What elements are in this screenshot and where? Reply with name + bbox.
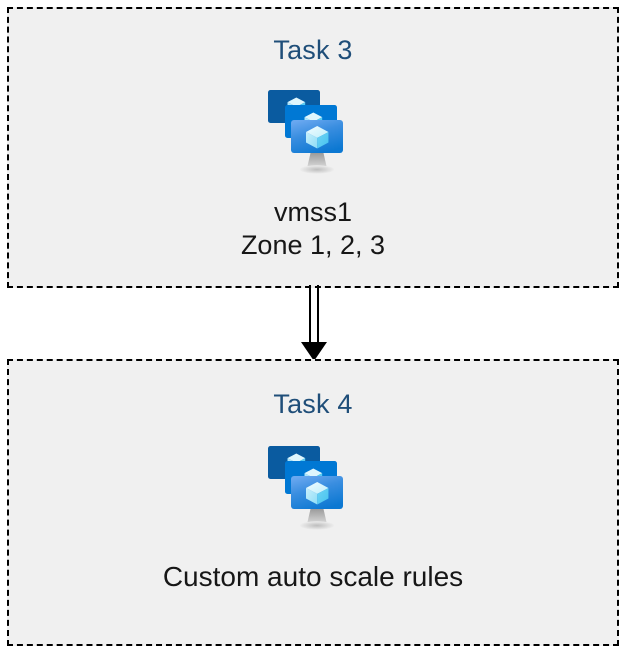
task-box-task-4: Task 4 — [7, 359, 619, 646]
task-3-title: Task 3 — [273, 35, 353, 65]
vm-scale-set-icon — [268, 446, 343, 530]
task-3-caption: vmss1 Zone 1, 2, 3 — [241, 196, 385, 262]
task-box-task-3: Task 3 — [7, 7, 619, 288]
connector-arrow-task3-to-task4 — [301, 285, 327, 361]
monitor-front-icon — [291, 120, 343, 153]
vm-scale-set-icon — [268, 90, 343, 174]
task-4-caption: Custom auto scale rules — [163, 560, 463, 594]
monitor-stand-icon — [300, 509, 334, 530]
task-3-caption-line-2: Zone 1, 2, 3 — [240, 229, 386, 260]
task-3-caption-line-1: vmss1 — [273, 197, 352, 227]
task-4-title: Task 4 — [273, 389, 353, 419]
monitor-stand-icon — [300, 153, 334, 174]
task-4-caption-line-1: Custom auto scale rules — [162, 561, 464, 592]
monitor-front-icon — [291, 476, 343, 509]
